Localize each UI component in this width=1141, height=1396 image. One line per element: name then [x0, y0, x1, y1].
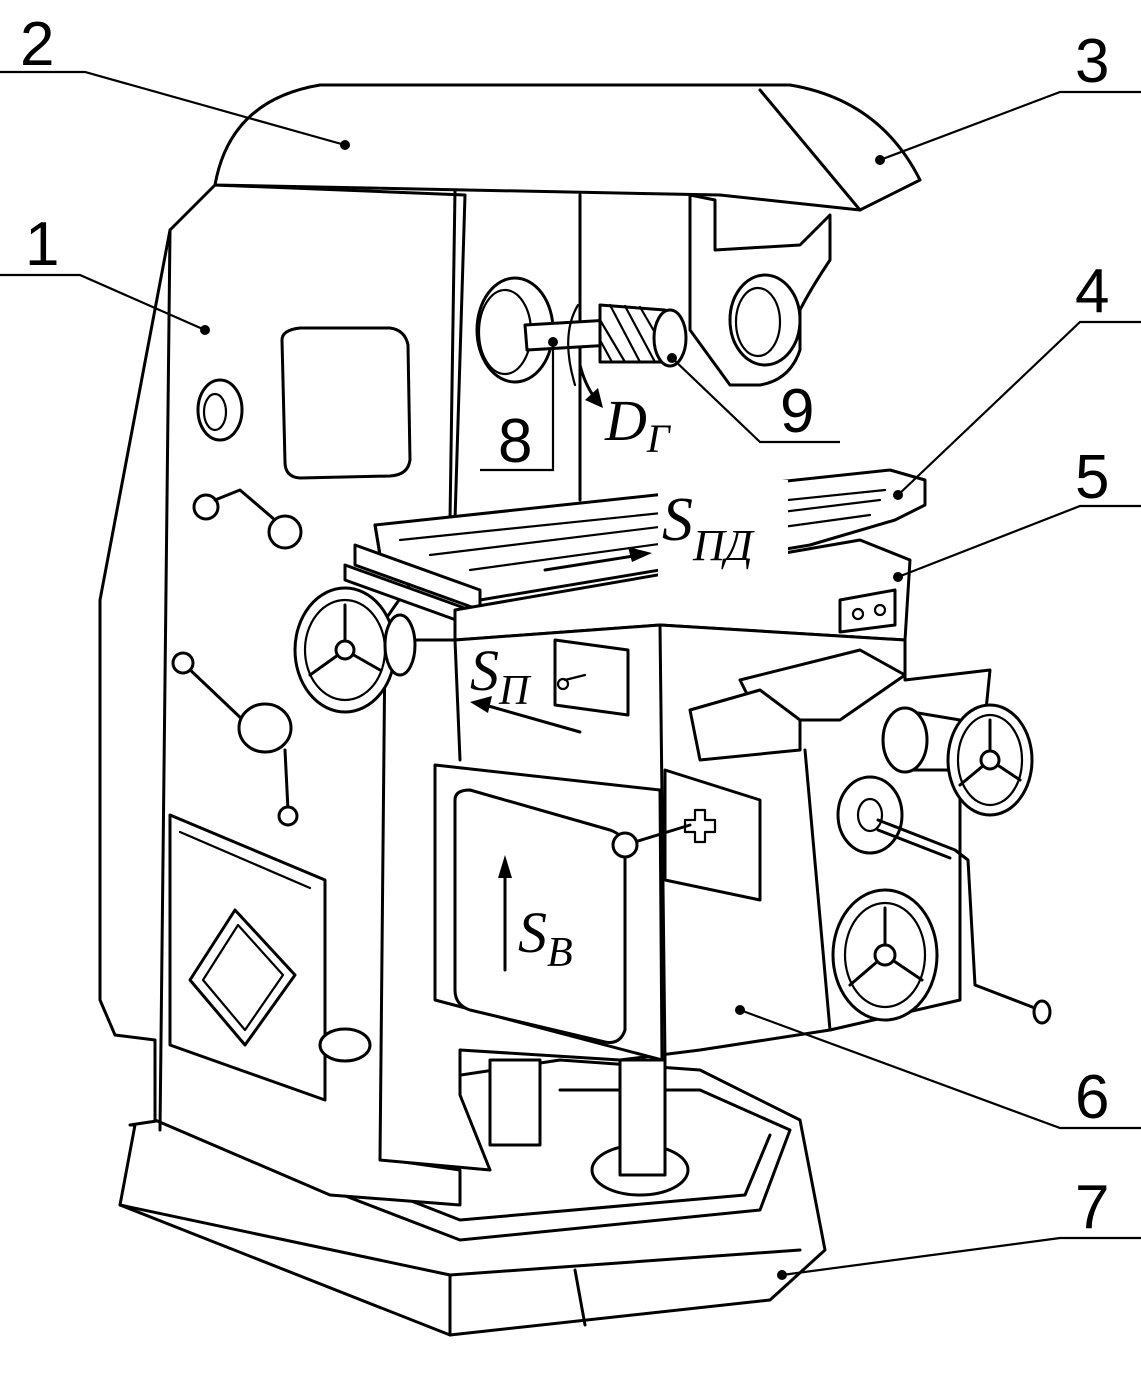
- main-motion-label: DГ: [604, 388, 672, 461]
- vertical-feed-label: SВ: [518, 900, 573, 976]
- callout-6: 6: [1075, 1063, 1109, 1132]
- knee: [378, 623, 992, 1172]
- motion-labels: DГ SПД SП SВ: [470, 388, 788, 976]
- spindle-arbor: [475, 276, 614, 387]
- motion-arrows: [470, 363, 652, 972]
- handwheel-vertical: [831, 775, 1052, 1025]
- callout-1: 1: [25, 210, 59, 279]
- callout-leaders: [0, 70, 1141, 1277]
- arbor-support: [688, 193, 832, 387]
- callout-8: 8: [498, 407, 532, 476]
- callout-5: 5: [1075, 443, 1109, 512]
- callout-7: 7: [1075, 1173, 1109, 1242]
- longitudinal-feed-label: SПД: [662, 486, 755, 570]
- callout-2: 2: [20, 10, 54, 79]
- milling-cutter: [598, 303, 688, 368]
- handwheel-longitudinal: [293, 586, 417, 714]
- overarm: [213, 83, 922, 212]
- column: [98, 183, 582, 1207]
- callout-9: 9: [780, 377, 814, 446]
- callout-3: 3: [1075, 27, 1109, 96]
- cross-feed-label: SП: [470, 638, 532, 714]
- callout-numbers: 2 1 3 4 5 6 7 8 9: [20, 10, 1109, 1242]
- callout-dots: [200, 140, 903, 1280]
- callout-4: 4: [1075, 257, 1109, 326]
- saddle: [453, 538, 912, 642]
- label-mask: [658, 480, 788, 580]
- handwheel-cross: [881, 703, 1034, 817]
